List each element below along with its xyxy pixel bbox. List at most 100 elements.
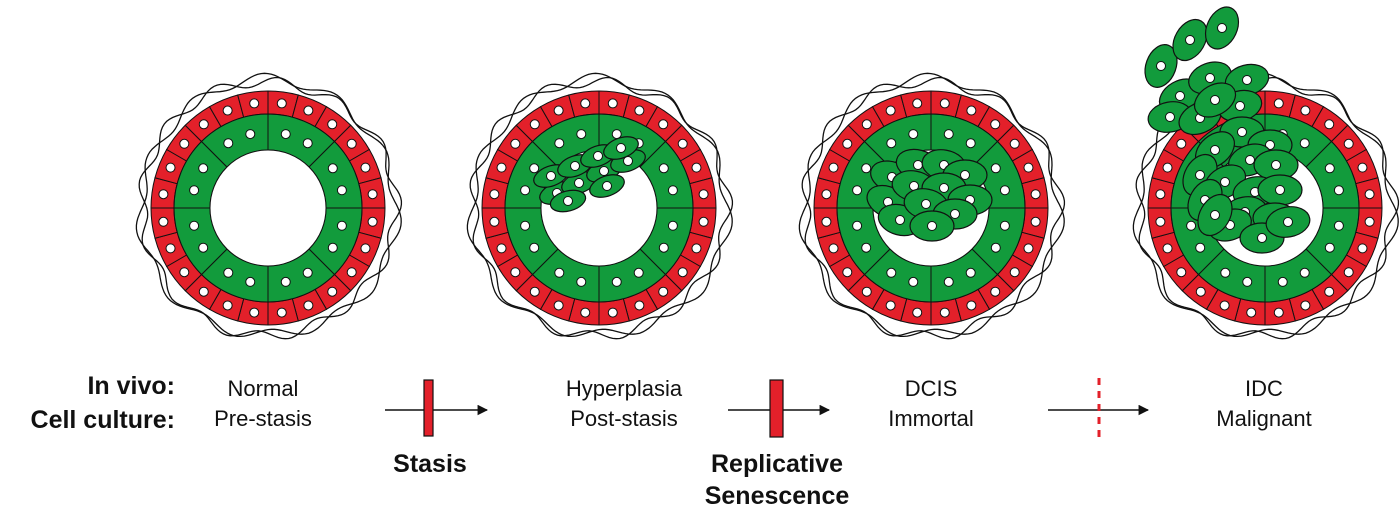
- cell-nucleus: [960, 170, 970, 180]
- cell-nucleus: [198, 242, 209, 253]
- cell-nucleus: [1195, 242, 1206, 253]
- barrier-label-stasis: Stasis: [340, 448, 520, 480]
- barrier-label-line2: Senescence: [704, 482, 850, 510]
- cell-nucleus: [554, 138, 565, 149]
- cell-nucleus: [1210, 145, 1220, 155]
- cell-nucleus: [921, 199, 931, 209]
- cell-nucleus: [667, 185, 678, 196]
- cell-nucleus: [367, 189, 378, 200]
- barrier-bar-stasis: [423, 379, 434, 437]
- cell-nucleus: [1333, 220, 1344, 231]
- basement-membrane-line: [1135, 76, 1400, 340]
- cell-nucleus: [1162, 162, 1173, 173]
- cell-nucleus: [1275, 185, 1285, 195]
- cell-nucleus: [222, 105, 233, 116]
- cell-nucleus: [908, 129, 919, 140]
- stage-culture-label: Immortal: [888, 406, 974, 431]
- cell-nucleus: [302, 138, 313, 149]
- cell-nucleus: [861, 119, 872, 130]
- cell-nucleus: [327, 286, 338, 297]
- cell-nucleus: [158, 189, 169, 200]
- cell-nucleus: [367, 216, 378, 227]
- cell-nucleus: [346, 267, 357, 278]
- cell-nucleus: [520, 185, 531, 196]
- cell-nucleus: [327, 242, 338, 253]
- basement-membrane-line: [469, 76, 734, 340]
- cell-nucleus: [698, 216, 709, 227]
- cell-nucleus: [602, 181, 612, 191]
- cell-nucleus: [1156, 61, 1166, 71]
- cell-nucleus: [303, 300, 314, 311]
- cell-nucleus: [607, 307, 618, 318]
- stage-label-normal: Normal Pre-stasis: [143, 374, 383, 434]
- cell-nucleus: [1299, 267, 1310, 278]
- cell-nucleus: [1364, 189, 1375, 200]
- cell-nucleus: [1186, 220, 1197, 231]
- cell-nucleus: [529, 119, 540, 130]
- cell-nucleus: [198, 286, 209, 297]
- cell-nucleus: [943, 129, 954, 140]
- cell-nucleus: [886, 138, 897, 149]
- cell-nucleus: [280, 276, 291, 287]
- cell-nucleus: [1235, 101, 1245, 111]
- cell-nucleus: [1324, 286, 1335, 297]
- cell-nucleus: [245, 129, 256, 140]
- progression-arrows: [385, 378, 1150, 440]
- cell-nucleus: [616, 143, 626, 153]
- cell-nucleus: [510, 267, 521, 278]
- cell-nucleus: [1324, 163, 1335, 174]
- cell-nucleus: [599, 166, 609, 176]
- cell-nucleus: [1155, 189, 1166, 200]
- cell-nucleus: [346, 138, 357, 149]
- cell-nucleus: [510, 138, 521, 149]
- cell-nucleus: [360, 162, 371, 173]
- duct-hyperplasia: [466, 72, 734, 340]
- cell-nucleus: [1155, 216, 1166, 227]
- cell-nucleus: [691, 243, 702, 254]
- cell-nucleus: [496, 162, 507, 173]
- cell-nucleus: [529, 242, 540, 253]
- barrier-label-replicative-senescence: Replicative Senescence: [672, 448, 882, 512]
- cell-nucleus: [1324, 242, 1335, 253]
- basement-membrane-line: [798, 72, 1065, 338]
- cell-nucleus: [912, 98, 923, 109]
- cell-nucleus: [1343, 267, 1354, 278]
- duct-normal: [135, 72, 403, 340]
- row-label-cell-culture: Cell culture:: [30, 406, 175, 434]
- cell-nucleus: [1195, 286, 1206, 297]
- cell-nucleus: [999, 220, 1010, 231]
- cell-nucleus: [658, 242, 669, 253]
- cell-nucleus: [1023, 243, 1034, 254]
- basement-membrane-line: [1132, 72, 1399, 338]
- cell-nucleus: [885, 105, 896, 116]
- cell-nucleus: [667, 220, 678, 231]
- cell-nucleus: [1257, 233, 1267, 243]
- cell-nucleus: [885, 300, 896, 311]
- barrier-bar-replicative-senescence: [769, 379, 784, 438]
- cell-nucleus: [276, 307, 287, 318]
- cell-nucleus: [179, 267, 190, 278]
- cell-nucleus: [1185, 35, 1195, 45]
- cell-nucleus: [1364, 216, 1375, 227]
- cell-nucleus: [677, 267, 688, 278]
- cell-nucleus: [1176, 138, 1187, 149]
- cell-nucleus: [990, 242, 1001, 253]
- cell-nucleus: [939, 98, 950, 109]
- cell-nucleus: [1009, 267, 1020, 278]
- cell-nucleus: [861, 163, 872, 174]
- cell-nucleus: [1245, 155, 1255, 165]
- cell-nucleus: [658, 163, 669, 174]
- cell-nucleus: [280, 129, 291, 140]
- cell-nucleus: [658, 119, 669, 130]
- cell-nucleus: [489, 216, 500, 227]
- cell-nucleus: [1242, 276, 1253, 287]
- cell-nucleus: [189, 185, 200, 196]
- cell-nucleus: [1220, 267, 1231, 278]
- cell-nucleus: [1210, 210, 1220, 220]
- cell-nucleus: [633, 267, 644, 278]
- stage-culture-label: Post-stasis: [570, 406, 678, 431]
- cell-nucleus: [1357, 162, 1368, 173]
- stage-in-vivo-label: Hyperplasia: [565, 376, 683, 401]
- basement-membrane-line: [801, 76, 1066, 340]
- cell-nucleus: [821, 216, 832, 227]
